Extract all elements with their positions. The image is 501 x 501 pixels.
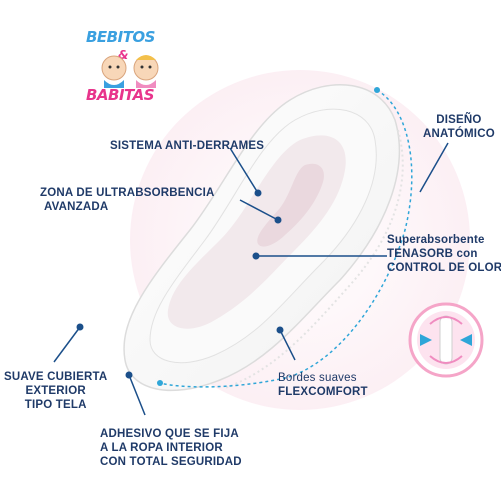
diseno-label: DISEÑO ANATÓMICO	[423, 114, 495, 140]
superabs-dot	[252, 252, 260, 260]
sistema-dot	[254, 189, 262, 197]
zona-label: ZONA DE ULTRABSORBENCIA AVANZADA	[40, 187, 215, 213]
bordes-dot	[276, 326, 284, 334]
bordes-label: Bordes suaves FLEXCOMFORT	[278, 372, 368, 398]
adhesivo-dot	[125, 371, 133, 379]
suave-dot	[76, 323, 84, 331]
superabs-label: Superabsorbente TENASORB con CONTROL DE …	[387, 234, 501, 274]
suave-label: SUAVE CUBIERTA EXTERIOR TIPO TELA	[4, 371, 108, 411]
adhesivo-label: ADHESIVO QUE SE FIJA A LA ROPA INTERIOR …	[100, 428, 242, 468]
logo-line2: BABITAS	[86, 86, 155, 104]
diseno-dot	[374, 87, 380, 93]
logo-ampersand: &	[118, 48, 128, 62]
logo-line1: BEBITOS	[86, 28, 155, 46]
babies-illustration-icon	[101, 55, 159, 88]
comfort-badge-icon	[408, 302, 484, 378]
bordes-start-dot	[157, 380, 163, 386]
zona-dot	[274, 216, 282, 224]
sistema-label: SISTEMA ANTI-DERRAMES	[110, 140, 265, 152]
